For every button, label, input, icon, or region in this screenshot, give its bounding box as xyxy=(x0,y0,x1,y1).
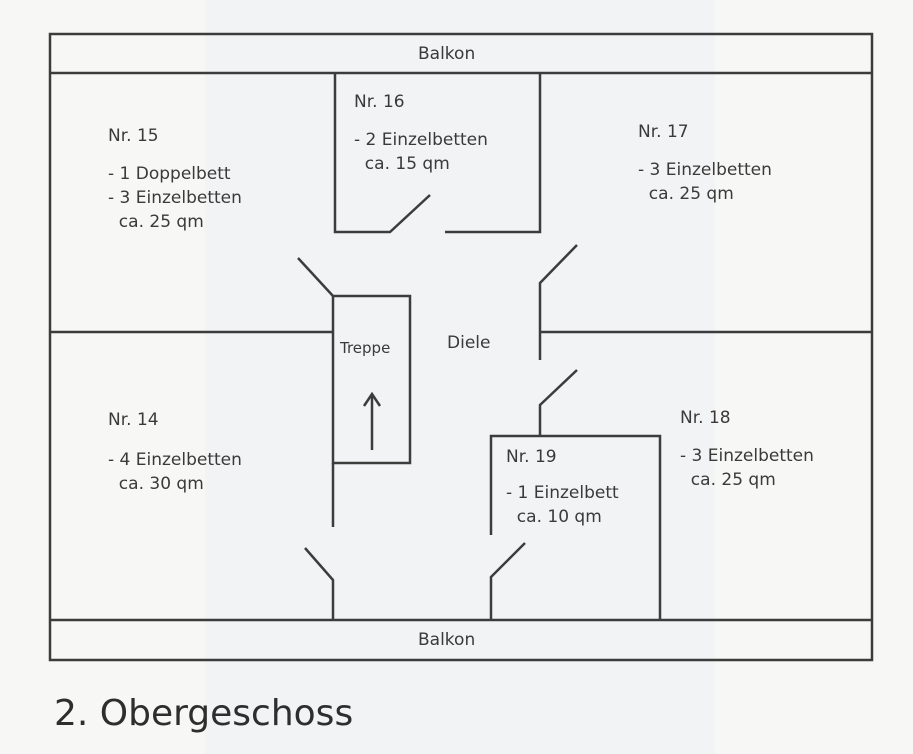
room-line: ca. 25 qm xyxy=(680,470,776,490)
hall-label: Diele xyxy=(447,333,491,353)
room-line: - 3 Einzelbetten xyxy=(108,188,242,208)
room-line: - 3 Einzelbetten xyxy=(680,446,814,466)
room-14: Nr. 14 - 4 Einzelbetten ca. 30 qm xyxy=(108,408,242,496)
room-19-walls xyxy=(489,434,662,620)
room-19: Nr. 19 - 1 Einzelbett ca. 10 qm xyxy=(506,445,619,529)
room-16: Nr. 16 - 2 Einzelbetten ca. 15 qm xyxy=(354,90,488,176)
room-line: - 1 Doppelbett xyxy=(108,164,231,184)
door-15 xyxy=(297,257,334,297)
room-15: Nr. 15 - 1 Doppelbett - 3 Einzelbetten ca.… xyxy=(108,124,242,234)
outer-wall xyxy=(48,32,874,662)
stairs-arrow-head xyxy=(362,391,382,407)
room-number: Nr. 14 xyxy=(108,410,159,430)
door-17 xyxy=(538,244,578,360)
room-line: ca. 15 qm xyxy=(354,154,450,174)
balcony-top-label: Balkon xyxy=(418,44,476,64)
room-16-wall-left-door xyxy=(333,73,431,234)
stairs-box xyxy=(331,294,412,465)
door-18 xyxy=(538,369,578,436)
door-14 xyxy=(304,547,335,620)
room-number: Nr. 18 xyxy=(680,408,731,428)
room-line: - 4 Einzelbetten xyxy=(108,450,242,470)
room-line: - 3 Einzelbetten xyxy=(638,160,772,180)
room-number: Nr. 19 xyxy=(506,447,557,467)
stairs-label: Treppe xyxy=(340,339,391,357)
background-band xyxy=(205,0,715,754)
room-line: ca. 25 qm xyxy=(108,212,204,232)
room-17: Nr. 17 - 3 Einzelbetten ca. 25 qm xyxy=(638,120,772,206)
door-19 xyxy=(489,542,526,620)
room-line: - 2 Einzelbetten xyxy=(354,130,488,150)
room-line: ca. 10 qm xyxy=(506,507,602,527)
room-number: Nr. 16 xyxy=(354,92,405,112)
room-18: Nr. 18 - 3 Einzelbetten ca. 25 qm xyxy=(680,406,814,492)
floor-title: 2. Obergeschoss xyxy=(54,693,354,734)
room-number: Nr. 17 xyxy=(638,122,689,142)
balcony-bottom-label: Balkon xyxy=(418,630,476,650)
room-number: Nr. 15 xyxy=(108,126,159,146)
room-16-wall-right xyxy=(445,73,542,234)
room-line: ca. 25 qm xyxy=(638,184,734,204)
room-line: - 1 Einzelbett xyxy=(506,483,619,503)
room-line: ca. 30 qm xyxy=(108,474,204,494)
